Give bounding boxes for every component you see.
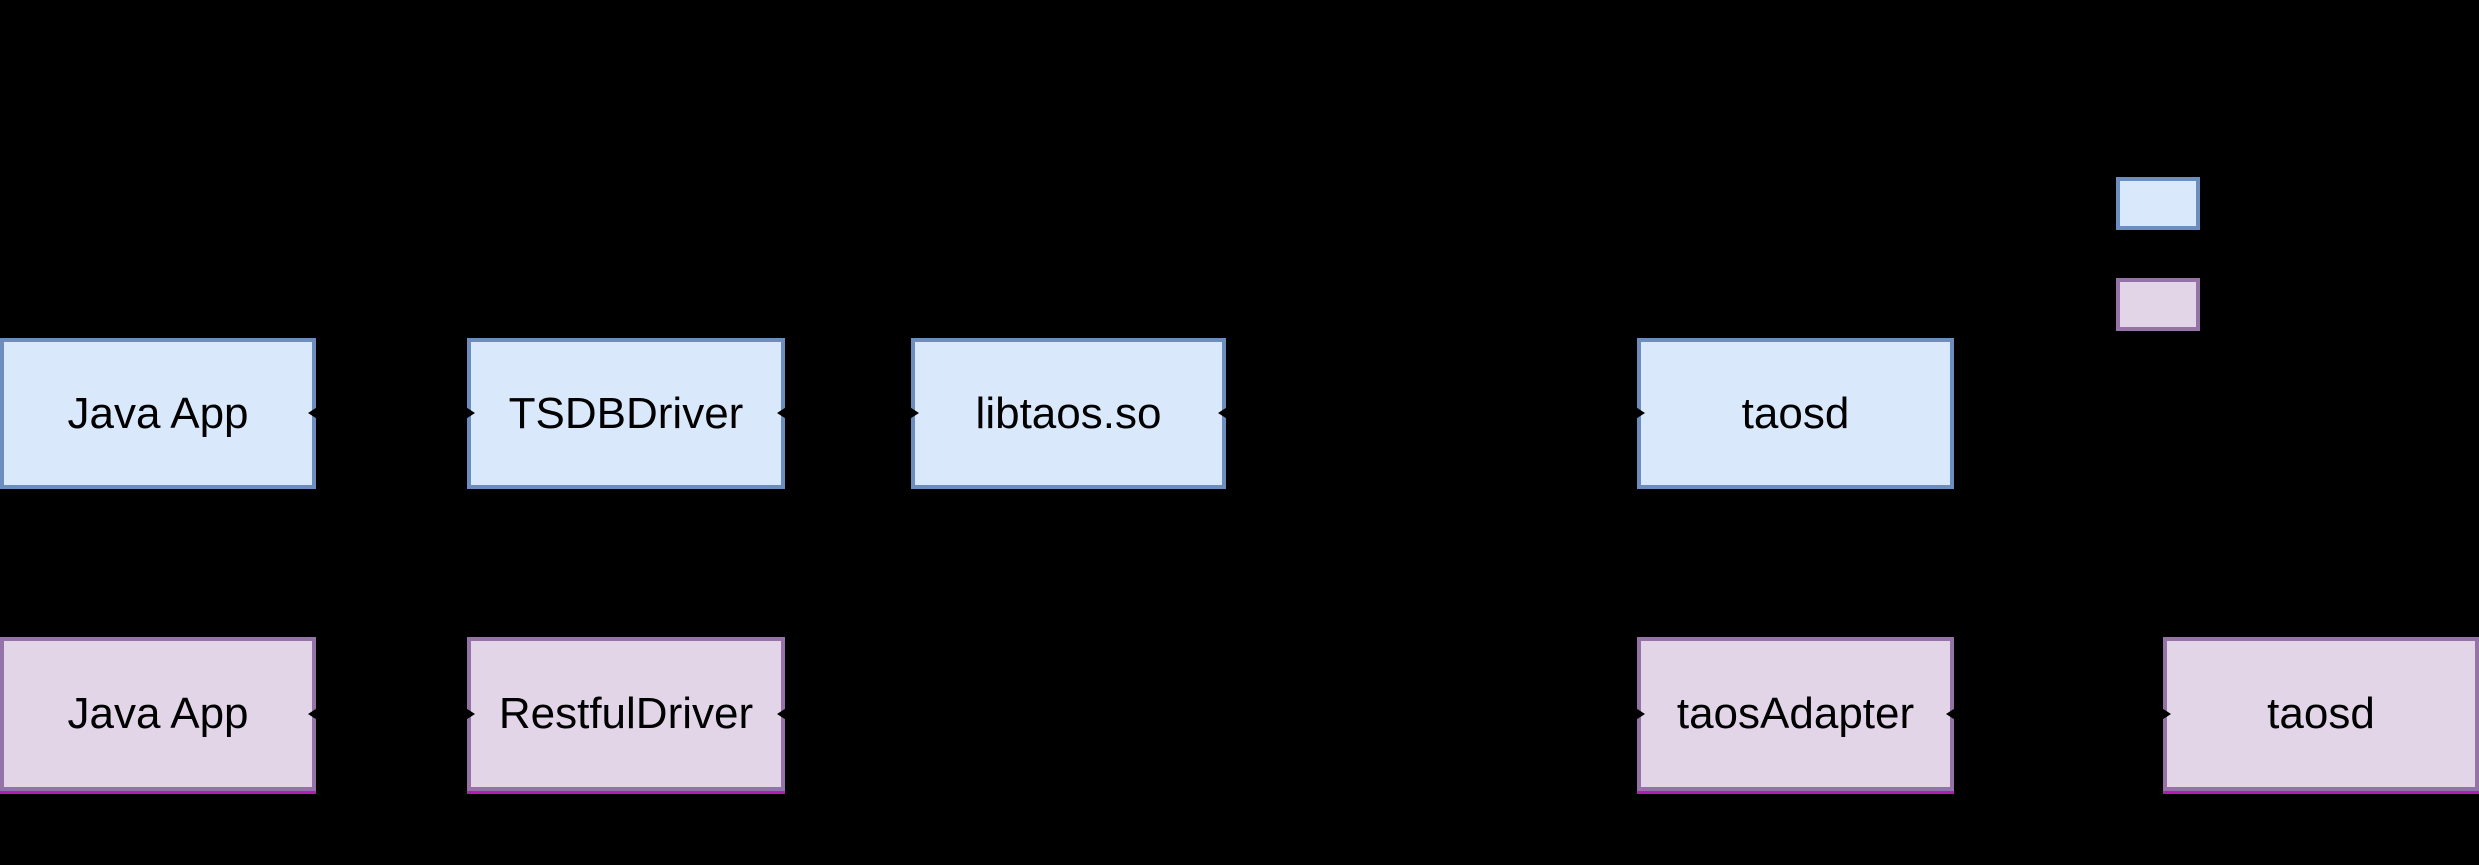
arrowhead-icon xyxy=(461,404,475,422)
node-label: taosAdapter xyxy=(1676,689,1915,738)
arrowhead-icon xyxy=(1631,404,1645,422)
arrowhead-icon xyxy=(1946,705,1960,723)
node-java-app-restful: Java App xyxy=(0,637,316,791)
arrowhead-icon xyxy=(461,705,475,723)
node-taosd-jni: taosd xyxy=(1637,338,1954,489)
legend-swatch-purple xyxy=(2116,278,2200,331)
arrowhead-icon xyxy=(777,404,791,422)
node-tsdbdriver: TSDBDriver xyxy=(467,338,785,489)
legend-swatch-blue xyxy=(2116,177,2200,230)
node-taosd-restful: taosd xyxy=(2163,637,2479,791)
node-label: taosd xyxy=(1741,388,1850,438)
node-label: RestfulDriver xyxy=(498,689,754,738)
node-label: libtaos.so xyxy=(975,388,1162,438)
node-label: TSDBDriver xyxy=(508,388,744,438)
arrowhead-icon xyxy=(1631,705,1645,723)
node-restfuldriver: RestfulDriver xyxy=(467,637,785,791)
arrowhead-icon xyxy=(777,705,791,723)
node-libtaos-so: libtaos.so xyxy=(911,338,1226,489)
node-label: Java App xyxy=(67,388,249,438)
node-taosadapter: taosAdapter xyxy=(1637,637,1954,791)
arrowhead-icon xyxy=(308,705,322,723)
arrowhead-icon xyxy=(905,404,919,422)
arrowhead-icon xyxy=(1218,404,1232,422)
node-java-app-jni: Java App xyxy=(0,338,316,489)
node-label: taosd xyxy=(2267,689,2375,738)
arrowhead-icon xyxy=(308,404,322,422)
node-label: Java App xyxy=(67,689,249,738)
arrowhead-icon xyxy=(2157,705,2171,723)
